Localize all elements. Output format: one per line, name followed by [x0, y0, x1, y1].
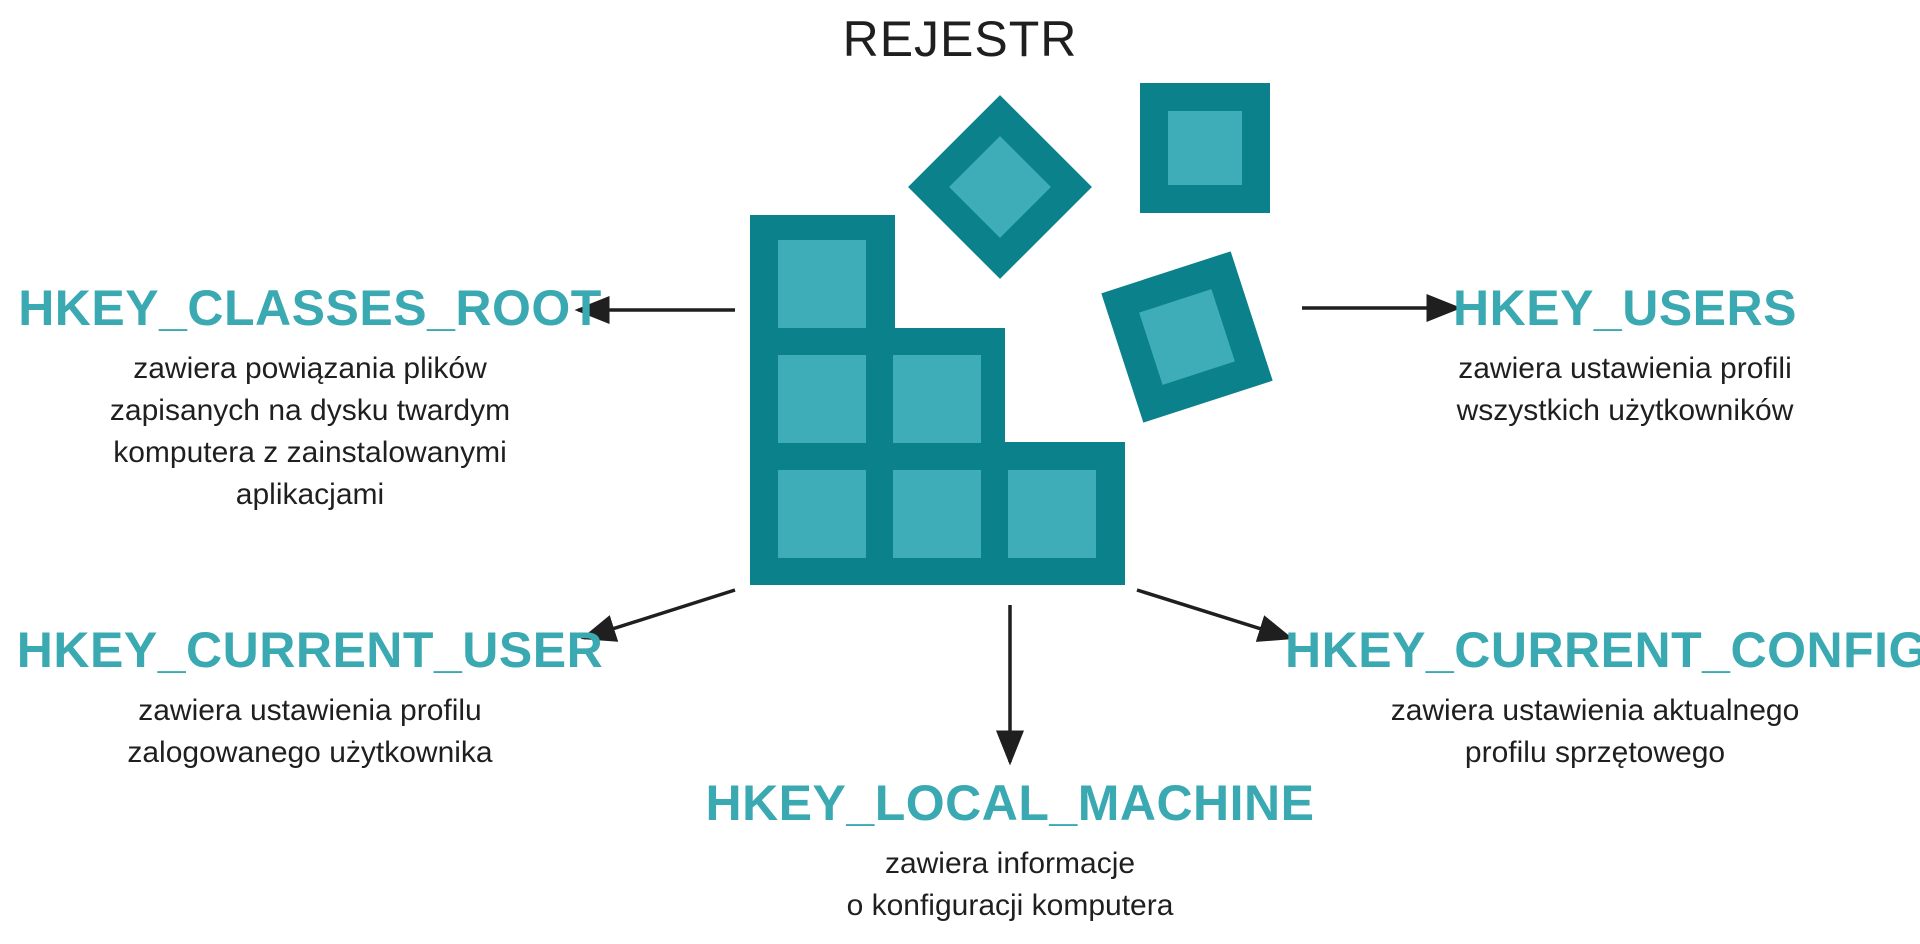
key-current-user: HKEY_CURRENT_USER zawiera ustawienia pro…: [0, 620, 620, 774]
floating-tile-diamond: [908, 95, 1092, 279]
desc-line: profilu sprzętowego: [1464, 736, 1726, 769]
key-desc-current-user: zawiera ustawienia profilu zalogowanego …: [0, 690, 620, 774]
key-desc-users: zawiera ustawienia profili wszystkich uż…: [1315, 348, 1920, 432]
key-classes-root: HKEY_CLASSES_ROOT zawiera powiązania pli…: [0, 278, 620, 516]
key-users: HKEY_USERS zawiera ustawienia profili ws…: [1315, 278, 1920, 432]
key-desc-local-machine: zawiera informacje o konfiguracji komput…: [700, 843, 1320, 927]
key-name-classes-root: HKEY_CLASSES_ROOT: [18, 280, 602, 336]
desc-line: zawiera ustawienia aktualnego: [1390, 694, 1800, 727]
desc-line: zawiera powiązania plików: [133, 352, 487, 385]
floating-tile-tilted: [1101, 251, 1273, 423]
key-name-users: HKEY_USERS: [1453, 280, 1797, 336]
desc-line: zalogowanego użytkownika: [127, 736, 493, 769]
key-name-current-user: HKEY_CURRENT_USER: [16, 622, 604, 678]
desc-line: zawiera ustawienia profili: [1458, 352, 1792, 385]
windows-registry-icon: [750, 83, 1273, 585]
floating-tile-square: [1140, 83, 1270, 213]
key-current-config: HKEY_CURRENT_CONFIG zawiera ustawienia a…: [1285, 620, 1920, 774]
key-desc-current-config: zawiera ustawienia aktualnego profilu sp…: [1285, 690, 1905, 774]
desc-line: o konfiguracji komputera: [846, 889, 1174, 922]
key-desc-classes-root: zawiera powiązania plików zapisanych na …: [0, 348, 620, 516]
desc-line: komputera z zainstalowanymi: [113, 436, 507, 469]
key-name-current-config: HKEY_CURRENT_CONFIG: [1285, 622, 1920, 678]
desc-line: zawiera informacje: [884, 847, 1136, 880]
registry-block-stack: [750, 215, 1125, 585]
desc-line: zapisanych na dysku twardym: [109, 394, 511, 427]
desc-line: wszystkich użytkowników: [1456, 394, 1794, 427]
diagram-title: REJESTR: [842, 11, 1078, 67]
desc-line: zawiera ustawienia profilu: [138, 694, 482, 727]
arrow-to-current-config: [1136, 588, 1294, 642]
arrow-to-current-user: [580, 588, 736, 642]
desc-line: aplikacjami: [235, 478, 385, 511]
key-name-local-machine: HKEY_LOCAL_MACHINE: [705, 775, 1315, 831]
key-local-machine: HKEY_LOCAL_MACHINE zawiera informacje o …: [700, 773, 1320, 927]
